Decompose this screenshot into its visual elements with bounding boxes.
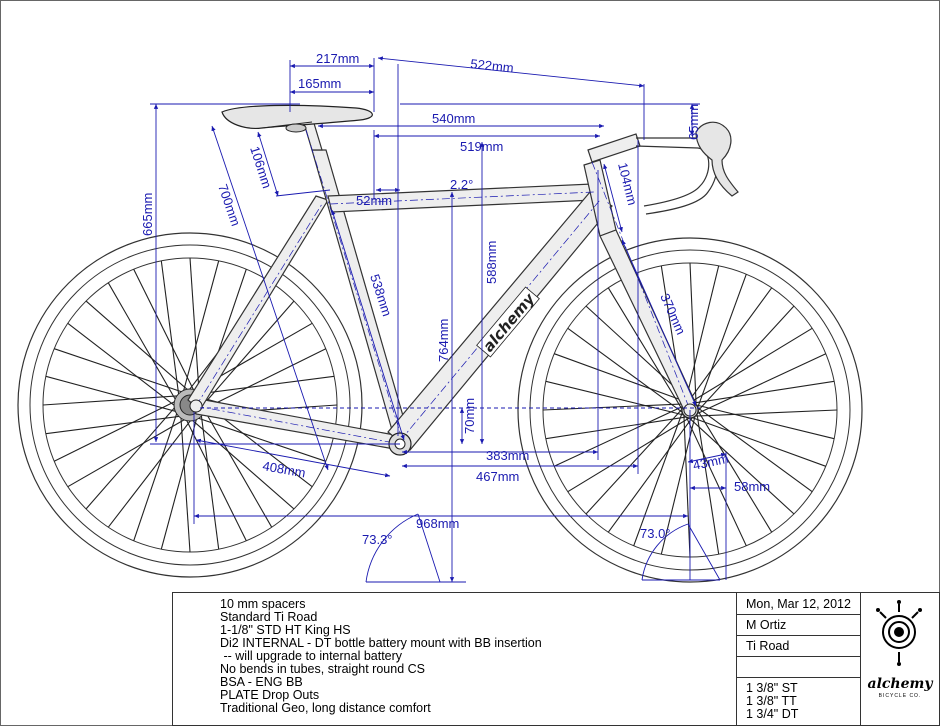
spoke <box>693 409 838 417</box>
spoke <box>183 415 247 542</box>
dim-70: 70mm <box>462 398 477 434</box>
spoke <box>696 411 720 555</box>
rear-spokes <box>42 257 338 553</box>
spoke <box>695 406 813 493</box>
spoke <box>107 416 195 528</box>
model-name: Ti Road <box>746 639 789 653</box>
brake-lever <box>695 121 739 197</box>
brand-name: alchemy <box>868 676 934 692</box>
dim-165: 165mm <box>298 76 341 91</box>
spoke <box>696 274 747 410</box>
spoke <box>545 380 686 417</box>
spoke <box>67 322 179 410</box>
angle-seat: 73.3° <box>362 532 393 547</box>
notes-block: 10 mm spacers Standard Ti Road 1-1/8" ST… <box>220 597 542 715</box>
dimension-labels: 217mm 165mm 522mm 540mm 519mm 65mm 106mm… <box>140 51 770 547</box>
dim-700: 700mm <box>215 182 243 228</box>
dim-65: 65mm <box>686 104 701 140</box>
dim-58: 58mm <box>734 479 770 494</box>
handlebar <box>635 121 739 215</box>
spoke <box>688 327 813 404</box>
spoke <box>133 268 197 395</box>
spoke <box>690 416 826 467</box>
angle-top-tube: 2.2° <box>450 177 473 192</box>
spoke <box>545 416 689 440</box>
designer-name: M Ortiz <box>746 618 786 632</box>
angle-head: 73.0° <box>640 526 671 541</box>
dim-106: 106mm <box>247 144 275 190</box>
spoke <box>683 413 691 558</box>
spoke <box>85 403 179 510</box>
spoke <box>696 305 795 413</box>
rear-dropout <box>189 399 203 413</box>
dim-665: 665mm <box>140 193 155 236</box>
dim-383: 383mm <box>486 448 529 463</box>
spoke <box>45 375 182 414</box>
spoke <box>54 348 187 395</box>
dim-52: 52mm <box>356 193 392 208</box>
spoke <box>67 416 190 488</box>
brand-logo: alchemy BICYCLE CO. <box>868 600 934 699</box>
spoke <box>633 410 684 546</box>
dim-522: 522mm <box>470 56 515 75</box>
note-line: Standard Ti Road <box>220 610 317 624</box>
spoke <box>689 262 697 407</box>
tube-spec: 1 3/4" DT <box>746 707 799 721</box>
spoke <box>686 287 773 405</box>
spoke <box>685 415 747 547</box>
note-line: No bends in tubes, straight round CS <box>220 662 425 676</box>
spoke <box>696 408 773 533</box>
spoke <box>85 300 192 394</box>
spoke <box>542 403 687 411</box>
dim-408: 408mm <box>261 458 306 480</box>
spoke <box>607 415 694 533</box>
note-line: -- will upgrade to internal battery <box>220 649 403 663</box>
spoke <box>683 265 720 406</box>
dim-588: 588mm <box>484 241 499 284</box>
dim-519: 519mm <box>460 139 503 154</box>
spoke <box>585 407 684 515</box>
alchemy-emblem-icon <box>876 600 922 666</box>
spoke <box>45 415 185 435</box>
note-line: 10 mm spacers <box>220 597 305 611</box>
title-block-fields: Mon, Mar 12, 2012 M Ortiz Ti Road 1 3/8"… <box>746 597 851 721</box>
stem <box>587 133 641 163</box>
spoke <box>691 380 835 404</box>
spoke <box>160 260 180 400</box>
spoke <box>189 257 200 398</box>
spoke <box>200 410 220 550</box>
dim-43: 43mm <box>692 451 730 473</box>
spoke <box>553 405 685 467</box>
note-line: PLATE Drop Outs <box>220 688 319 702</box>
spoke <box>133 408 180 541</box>
spoke <box>107 282 179 405</box>
dim-764: 764mm <box>436 319 451 362</box>
dim-467: 467mm <box>476 469 519 484</box>
note-line: 1-1/8" STD HT King HS <box>220 623 351 637</box>
spoke <box>180 412 191 553</box>
spoke <box>160 413 199 550</box>
note-line: Traditional Geo, long distance comfort <box>220 701 431 715</box>
drawing-date: Mon, Mar 12, 2012 <box>746 597 851 611</box>
dim-104: 104mm <box>615 161 640 207</box>
note-line: Di2 INTERNAL - DT bottle battery mount w… <box>220 636 542 650</box>
tube-spec: 1 3/8" ST <box>746 681 798 695</box>
spoke <box>695 353 827 415</box>
spoke <box>42 395 183 406</box>
note-line: BSA - ENG BB <box>220 675 303 689</box>
spoke <box>53 398 180 462</box>
dim-540: 540mm <box>432 111 475 126</box>
spoke <box>687 416 795 515</box>
dim-217: 217mm <box>316 51 359 66</box>
saddle <box>221 104 373 133</box>
dimension-lines <box>150 56 727 583</box>
brand-tagline: BICYCLE CO. <box>879 693 922 699</box>
spoke <box>567 416 692 493</box>
dim-968: 968mm <box>416 516 459 531</box>
tube-spec: 1 3/8" TT <box>746 694 797 708</box>
chainstay <box>193 397 401 451</box>
spoke <box>694 403 835 440</box>
